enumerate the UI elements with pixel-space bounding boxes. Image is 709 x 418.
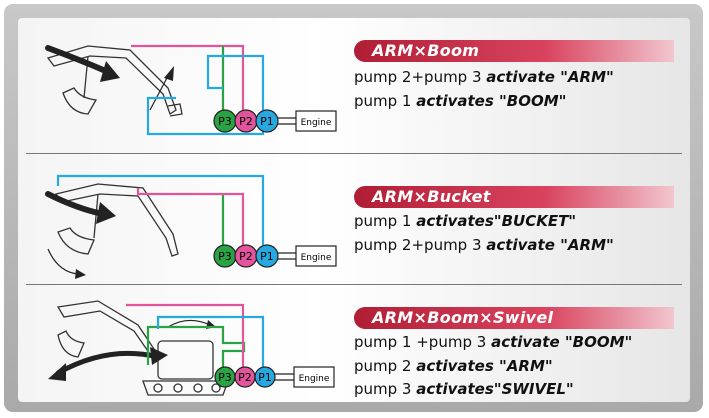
pump-label: P3	[218, 115, 232, 128]
pump-label: P2	[239, 250, 253, 263]
excavator-full-drawing	[56, 300, 229, 396]
hydraulic-diagram-arm-boom-swivel: P3 P2 P1 Engine	[48, 300, 335, 396]
outer-frame: P3 P2 P1 Engine ARM×Boom pump 2+pump 3 a…	[4, 4, 703, 412]
swivel-rotation-arrow	[167, 319, 211, 328]
pump-label: P1	[260, 115, 274, 128]
description-line: pump 2+pump 3 activate "ARM"	[354, 68, 614, 86]
pumps-text: pump 1	[354, 92, 412, 110]
engine-shaft	[278, 252, 296, 260]
hydraulic-diagram-arm-boom: P3 P2 P1 Engine	[45, 44, 337, 136]
engine-box	[295, 110, 337, 132]
engine-shaft	[275, 373, 294, 381]
p3-line	[146, 325, 246, 371]
pump-p1	[255, 109, 279, 133]
content-panel: P3 P2 P1 Engine ARM×Boom pump 2+pump 3 a…	[18, 18, 690, 402]
pumps-text: pump 2+pump 3	[354, 236, 482, 254]
section-divider	[26, 153, 682, 154]
section-heading-text: ARM×Bucket	[372, 187, 491, 206]
pump-label: P1	[260, 250, 274, 263]
action-text: activates"SWIVEL"	[416, 380, 574, 398]
engine-shaft	[278, 117, 296, 125]
action-text: activates "BOOM"	[416, 92, 567, 110]
action-text: activates "ARM"	[416, 357, 553, 375]
engine-box	[295, 245, 337, 267]
action-text: activates"BUCKET"	[416, 212, 577, 230]
arm-motion-arrow	[45, 45, 113, 76]
excavator-arm-bucket-drawing	[54, 183, 179, 257]
pump-label: P3	[218, 250, 232, 263]
section-arm-boom-swivel: P3 P2 P1 Engine ARM×Boom×Swivel pump 1 +…	[18, 285, 690, 402]
description-line: pump 2 activates "ARM"	[354, 357, 553, 375]
section-heading: ARM×Boom	[354, 40, 674, 62]
description-line: pump 3 activates"SWIVEL"	[354, 380, 574, 398]
pump-label: P2	[238, 371, 252, 384]
engine-label: Engine	[301, 118, 332, 128]
arm-motion-arrowhead	[100, 61, 120, 82]
engine-label: Engine	[301, 253, 332, 263]
pumps-text: pump 2	[354, 357, 412, 375]
action-text: activate "ARM"	[486, 68, 614, 86]
section-heading: ARM×Bucket	[354, 186, 674, 208]
pumps-text: pump 1	[354, 212, 412, 230]
section-heading-text: ARM×Boom	[372, 41, 480, 60]
description-line: pump 1 +pump 3 activate "BOOM"	[354, 333, 632, 351]
pumps-text: pump 1 +pump 3	[354, 333, 487, 351]
action-text: activate "BOOM"	[491, 333, 633, 351]
p2-line	[136, 188, 245, 248]
pump-p1	[254, 366, 276, 388]
description-line: pump 1 activates"BUCKET"	[354, 212, 576, 230]
engine-label: Engine	[299, 374, 330, 384]
p1-line	[146, 54, 265, 136]
p1-line	[156, 315, 265, 371]
pumps-text: pump 3	[354, 380, 412, 398]
description-line: pump 2+pump 3 activate "ARM"	[354, 236, 614, 254]
section-divider	[26, 284, 682, 285]
p2-line	[131, 44, 245, 114]
section-heading-text: ARM×Boom×Swivel	[372, 308, 554, 327]
engine-box	[293, 366, 335, 388]
section-arm-bucket: P3 P2 P1 Engine ARM×Bucket pump 1 activa…	[18, 154, 690, 284]
swivel-arrowhead-left	[48, 363, 66, 381]
action-text: activate "ARM"	[486, 236, 614, 254]
pump-label: P3	[218, 371, 232, 384]
pump-label: P2	[239, 115, 253, 128]
pump-label: P1	[258, 371, 272, 384]
section-heading: ARM×Boom×Swivel	[354, 307, 674, 329]
p1-line	[56, 174, 265, 248]
pump-p1	[255, 244, 279, 268]
section-arm-boom: P3 P2 P1 Engine ARM×Boom pump 2+pump 3 a…	[18, 18, 690, 153]
boom-motion-arrow	[149, 75, 169, 111]
arm-motion-arrow	[45, 191, 106, 217]
arm-motion-arrowhead	[96, 202, 116, 224]
bucket-motion-arrow	[47, 248, 79, 275]
swivel-arrowhead-right	[150, 347, 168, 365]
description-line: pump 1 activates "BOOM"	[354, 92, 566, 110]
hydraulic-diagram-arm-bucket: P3 P2 P1 Engine	[45, 174, 337, 279]
pumps-text: pump 2+pump 3	[354, 68, 482, 86]
p2-line	[126, 303, 245, 371]
